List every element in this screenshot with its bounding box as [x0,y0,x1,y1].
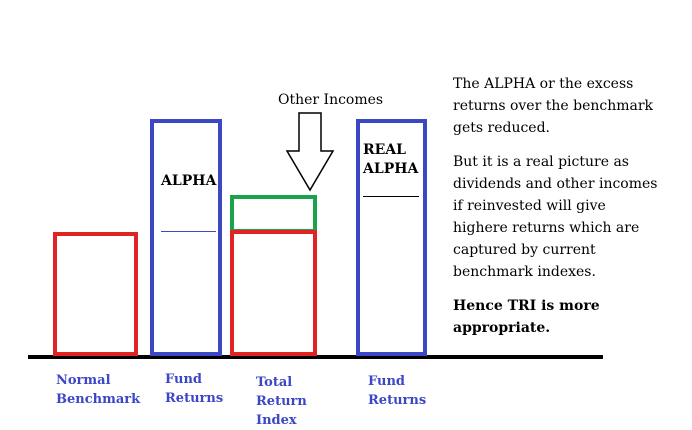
other-incomes-box [230,195,317,233]
note-conclusion-line: appropriate. [453,320,551,336]
bar-label-fund-returns: Fund Returns [165,370,223,408]
note-gap [453,139,685,151]
fund-returns-bar-2 [356,119,427,356]
bar-label-line: Returns [165,391,224,406]
baseline [28,355,603,359]
bar-label-line: Normal [56,373,111,388]
bar-label-fund-returns-2: Fund Returns [368,372,426,410]
note-line: captured by current [453,242,596,258]
total-return-index-bar [230,230,317,356]
fund-returns-bar [150,119,222,356]
bar-label-line: Fund [165,372,202,387]
real-alpha-label-line-1: REAL [363,142,407,158]
note-conclusion-line: Hence TRI is more [453,298,600,314]
bar-label-line: Returns [368,393,427,408]
other-incomes-label: Other Incomes [278,92,384,108]
alpha-label: ALPHA [161,173,217,189]
note-line: benchmark indexes. [453,264,596,280]
down-arrow-icon [285,112,335,192]
note-line: highere returns which are [453,220,640,236]
real-alpha-divider [363,196,419,197]
note-line: returns over the benchmark [453,98,654,114]
normal-benchmark-bar [53,232,138,356]
bar-label-line: Fund [368,374,405,389]
note-gap [453,283,685,295]
alpha-divider [161,231,216,232]
explanation-note: The ALPHA or the excess returns over the… [453,73,685,339]
bar-label-normal-benchmark: Normal Benchmark [56,371,140,409]
note-line: gets reduced. [453,120,551,136]
note-line: The ALPHA or the excess [453,76,634,92]
bar-label-line: Benchmark [56,392,141,407]
note-line: if reinvested will give [453,198,606,214]
bar-label-total-return-index: Total Return Index [256,373,307,430]
bar-label-line: Total [256,375,293,390]
note-line: dividends and other incomes [453,176,658,192]
note-line: But it is a real picture as [453,154,629,170]
bar-label-line: Index [256,413,297,428]
real-alpha-label-line-2: ALPHA [363,161,419,177]
bar-label-line: Return [256,394,307,409]
